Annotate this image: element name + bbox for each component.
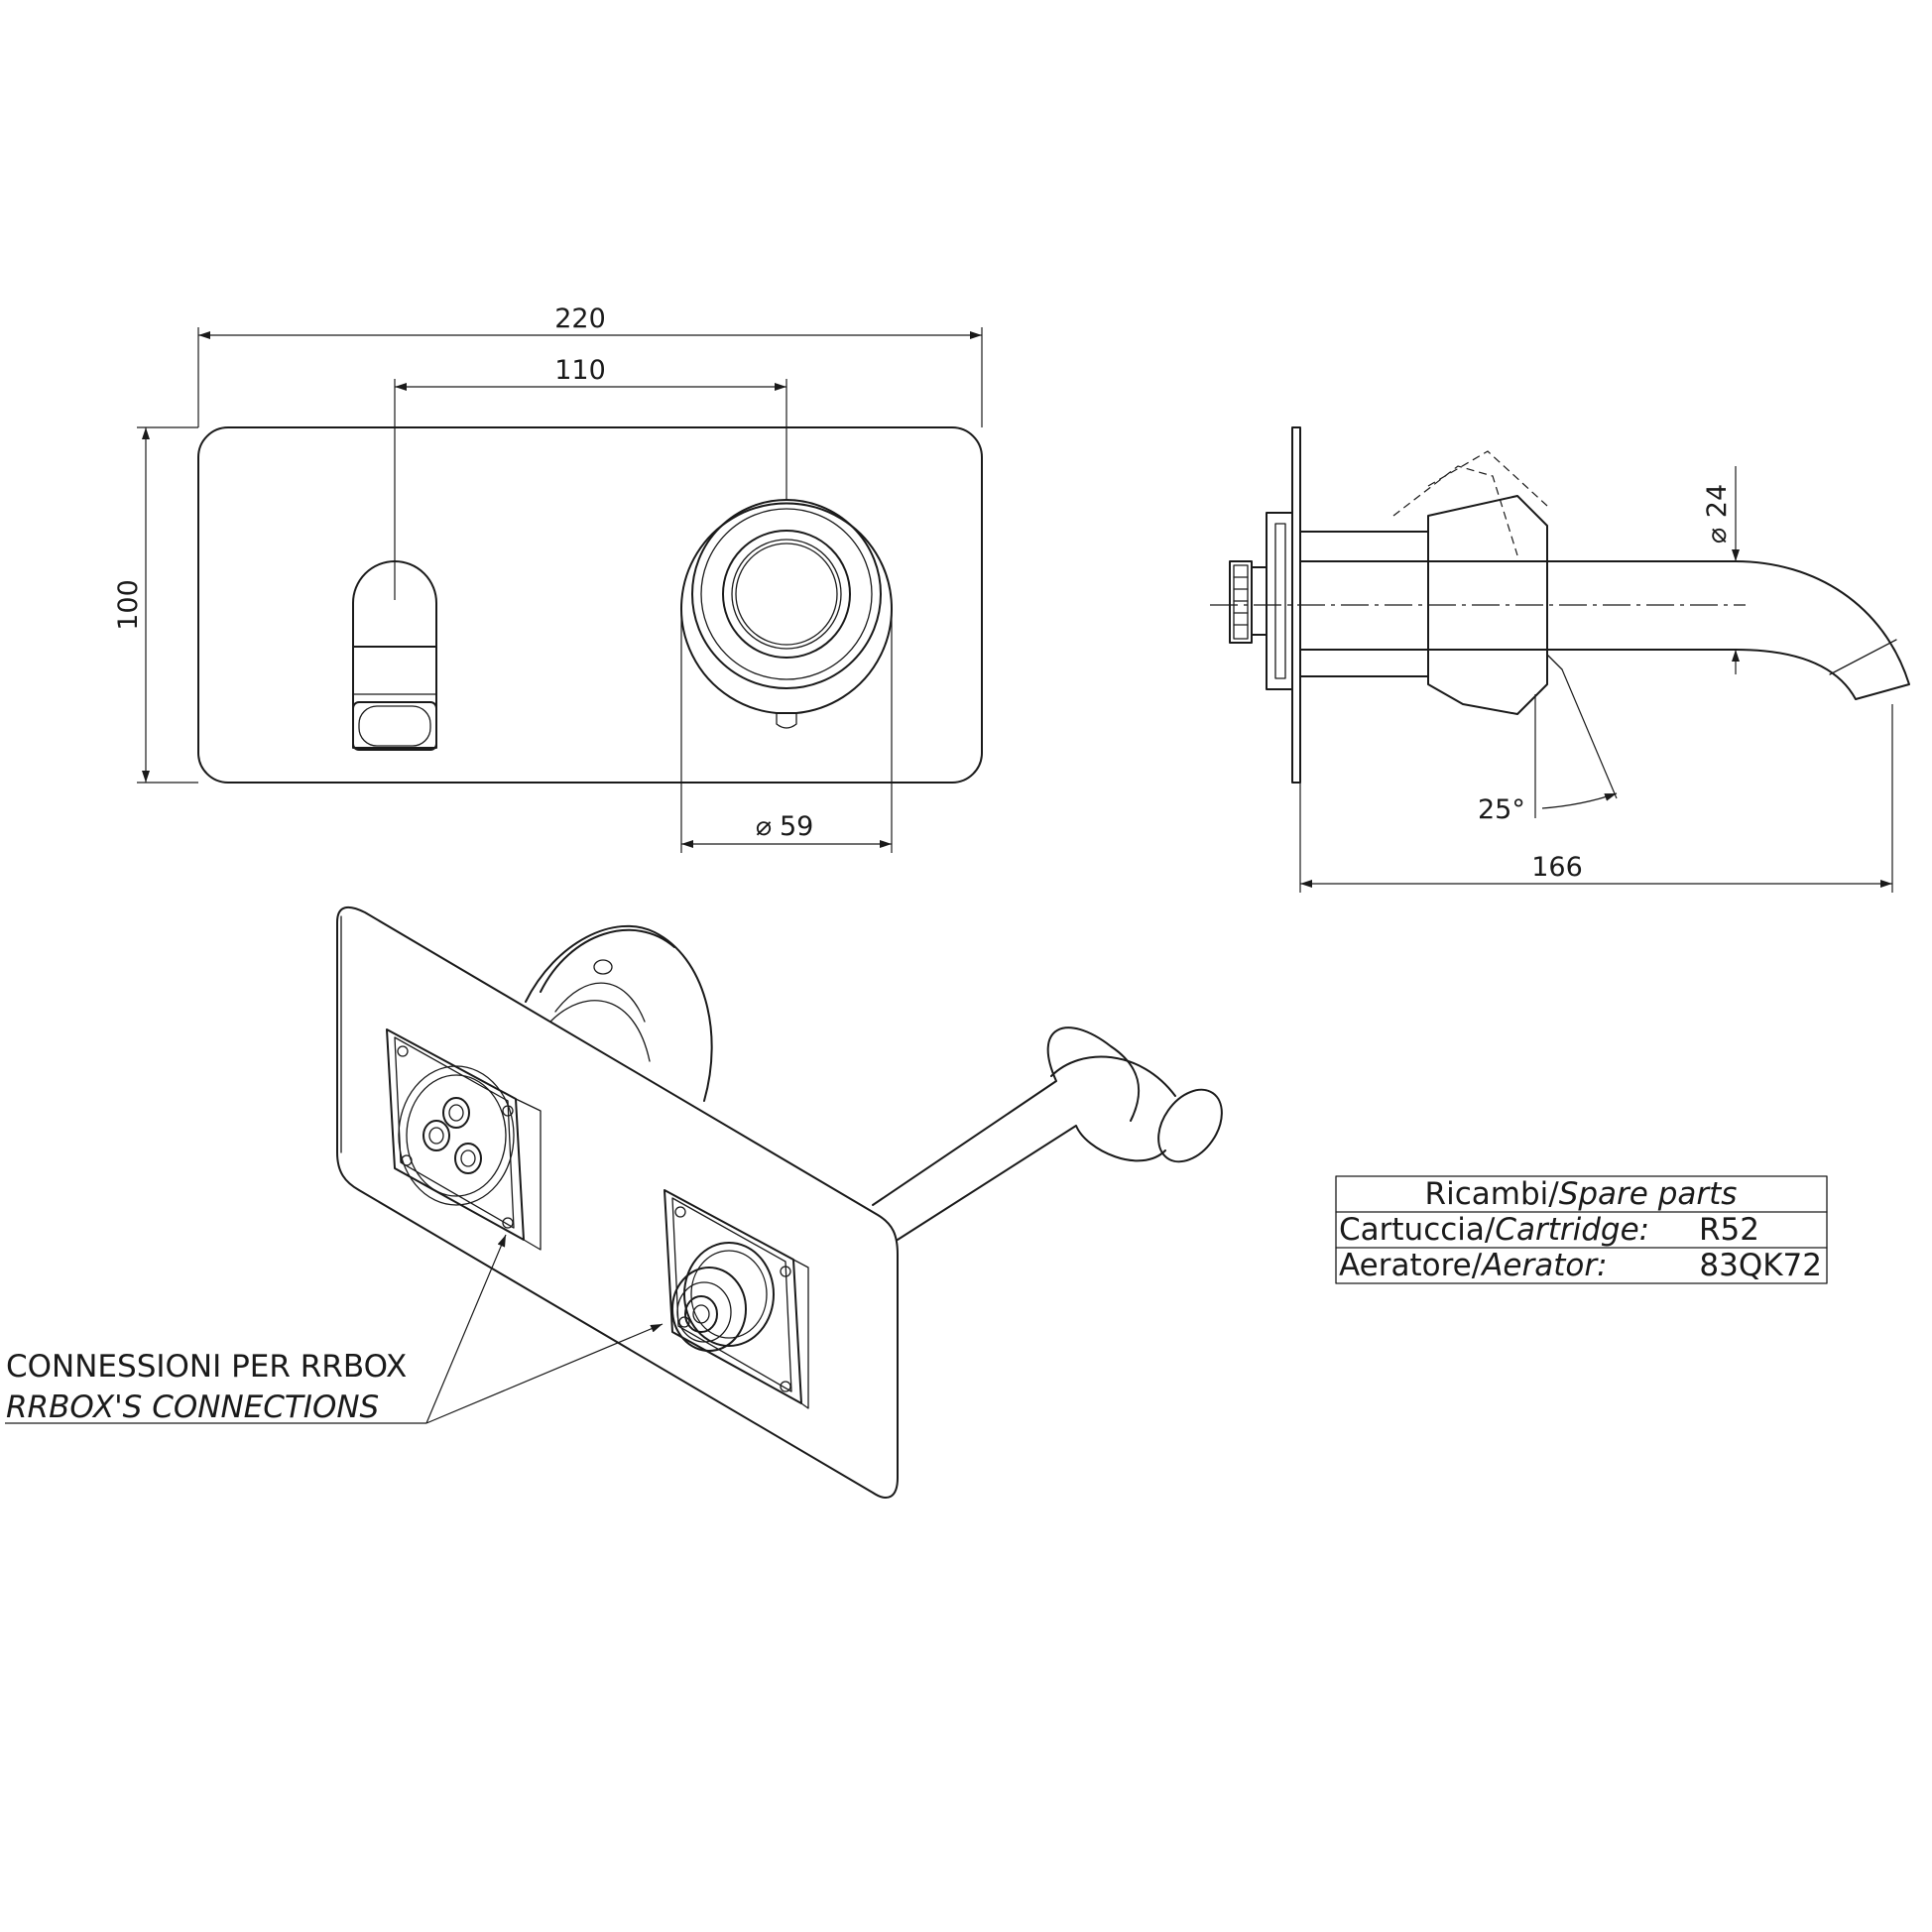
rrbox-connection-1 <box>386 1028 542 1251</box>
dimension-24: ⌀ 24 <box>1702 466 1740 674</box>
spout-front <box>352 560 437 751</box>
spare-parts-table: Ricambi/Spare parts Cartuccia/Cartridge:… <box>1335 1175 1828 1284</box>
dim-width-label: 220 <box>554 303 606 334</box>
rrbox-connection-2 <box>664 1189 809 1409</box>
aerator-label-en: Aerator: <box>1480 1248 1607 1283</box>
table-row-aerator-value: 83QK72 <box>1699 1248 1822 1283</box>
connections-label-en: RRBOX'S CONNECTIONS <box>6 1389 379 1425</box>
dim-height-label: 100 <box>113 579 144 631</box>
dimension-59: ⌀ 59 <box>680 615 893 853</box>
spout-iso <box>872 1026 1223 1241</box>
rear-handle-body <box>525 924 713 1102</box>
dimension-25-degrees: 25° <box>1478 668 1618 825</box>
handle-front <box>680 499 893 729</box>
diameter-symbol-side: ⌀ <box>1702 528 1733 543</box>
dim-handle-diameter-label: 59 <box>780 811 813 842</box>
dimension-110: 110 <box>394 355 787 600</box>
spout-side <box>1299 560 1910 700</box>
dimension-166: 166 <box>1299 704 1893 893</box>
dimension-220: 220 <box>197 303 983 427</box>
aerator-label-it: Aeratore/ <box>1339 1248 1483 1283</box>
wall-plate-front <box>197 426 983 784</box>
cartridge-label-it: Cartuccia/ <box>1339 1212 1496 1248</box>
dim-spout-diameter-label: 24 <box>1702 484 1733 518</box>
table-header-en: Spare parts <box>1559 1176 1738 1212</box>
connections-leader-lines <box>5 1234 664 1424</box>
dim-spout-angle-label: 25° <box>1478 794 1525 825</box>
dim-axis-distance-label: 110 <box>554 355 606 386</box>
table-row-cartridge-label: Cartuccia/Cartridge: <box>1339 1212 1649 1248</box>
wall-plate-iso <box>336 906 899 1499</box>
table-header: Ricambi/Spare parts <box>1425 1176 1738 1212</box>
dimension-100: 100 <box>113 426 198 784</box>
isometric-view: CONNESSIONI PER RRBOX RRBOX'S CONNECTION… <box>5 906 1223 1499</box>
dim-projection-label: 166 <box>1531 852 1583 883</box>
cartridge-label-en: Cartridge: <box>1495 1212 1649 1248</box>
table-row-aerator-label: Aeratore/Aerator: <box>1339 1248 1608 1283</box>
table-row-cartridge-value: R52 <box>1699 1212 1759 1248</box>
table-header-it: Ricambi/ <box>1425 1176 1560 1212</box>
front-view: 220 110 100 ⌀ 59 <box>113 303 983 853</box>
connections-label-it: CONNESSIONI PER RRBOX <box>6 1349 407 1385</box>
diameter-symbol: ⌀ <box>756 811 772 842</box>
side-view: ⌀ 24 25° 166 <box>1210 426 1910 893</box>
